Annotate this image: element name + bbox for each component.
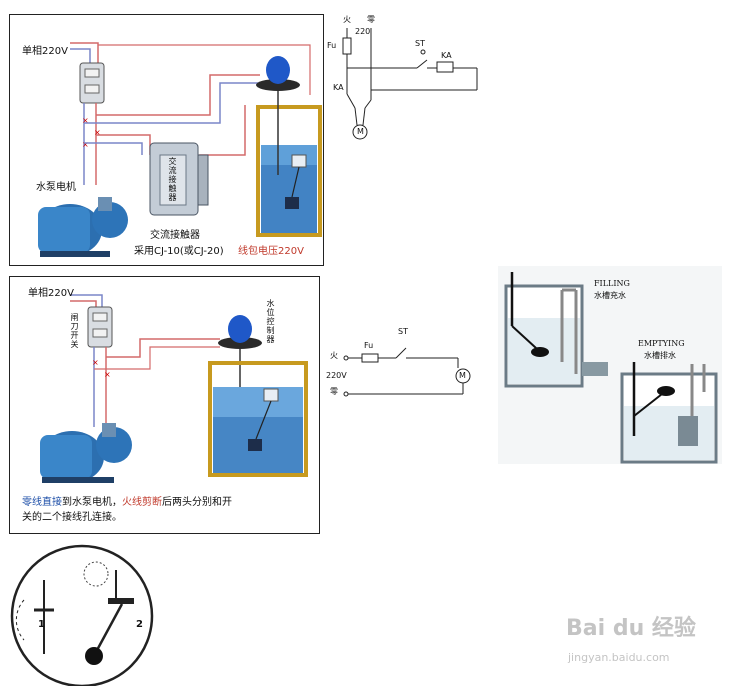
schem1-relay-coil: KA [441,51,452,60]
baidu-watermark: Bai du 经验 jingyan.baidu.com [566,612,726,672]
contactor-box-label: 交流接触器 [168,157,177,202]
level-controller-label: 水位控制器 [266,299,275,344]
schem2-live: 火 [330,351,338,360]
contactor-label: 交流接触器 [150,230,200,241]
schematic-direct: 火 220V 零 Fu ST M [326,322,486,412]
tank-illustration: FILLING 水槽充水 EMPTYING 水槽排水 [498,266,722,464]
wiring-lines-1: × × × [38,42,322,257]
tank-drawing [504,272,718,464]
note-part4: 后两头分别和开 [162,497,232,508]
watermark-brand: Bai du 经验 [566,616,696,641]
note-part3: 火线剪断 [122,497,162,508]
supply-label-2: 单相220V [28,288,74,299]
wiring-lines-2: × × [40,294,308,483]
emptying-en: EMPTYING [638,339,685,348]
schem2-neutral: 零 [330,387,338,396]
float-switch-detail: 1 2 [4,540,160,686]
note-part1: 零线直接 [22,497,62,508]
schem2-motor: M [459,371,466,380]
switch-pos-2: 2 [136,619,143,630]
filling-en: FILLING [594,279,630,288]
schematic-lines-2 [343,347,471,397]
note-line2: 关的二个接线孔连接。 [22,512,122,523]
schematic-lines-1 [342,28,478,140]
schem1-switch: ST [415,39,425,48]
schem1-relay-contact: KA [333,83,344,92]
svg-text:×: × [94,128,101,137]
switch-pos-1: 1 [38,619,45,630]
coil-voltage-label: 线包电压220V [238,246,304,257]
schem1-voltage: 220 [355,27,371,36]
svg-text:×: × [104,370,111,379]
schem2-voltage: 220V [326,371,347,380]
wiring-note: 零线直接到水泵电机，火线剪断后两头分别和开 关的二个接线孔连接。 [22,495,232,525]
svg-text:×: × [82,140,89,149]
schematic-contactor: 火 零 220 Fu ST KA KA M [325,14,485,144]
emptying-cn: 水槽排水 [644,351,676,360]
schem2-fuse: Fu [364,341,374,350]
note-part2: 到水泵电机， [62,497,122,508]
svg-text:×: × [92,358,99,367]
wiring-diagram-contactor: × × × 单相220V 水泵电机 交流接触器 交流接触器 采用CJ-10(或 [9,14,324,266]
svg-text:×: × [82,116,89,125]
supply-label: 单相220V [22,46,68,57]
schem1-motor: M [357,127,364,136]
schem1-live: 火 [343,15,351,24]
schem2-switch: ST [398,327,408,336]
schem1-fuse: Fu [327,41,337,50]
pump-label: 水泵电机 [36,182,76,193]
wiring-diagram-direct: × × 单相220V 闸刀开关 水位控制器 零线直接到水泵电机，火线剪断后两头分… [9,276,320,534]
watermark-url: jingyan.baidu.com [568,651,670,664]
schem1-neutral: 零 [367,15,375,24]
float-switch-drawing [10,544,154,686]
contactor-model-label: 采用CJ-10(或CJ-20) [134,246,224,257]
knife-switch-label: 闸刀开关 [70,313,79,349]
filling-cn: 水槽充水 [594,291,626,300]
